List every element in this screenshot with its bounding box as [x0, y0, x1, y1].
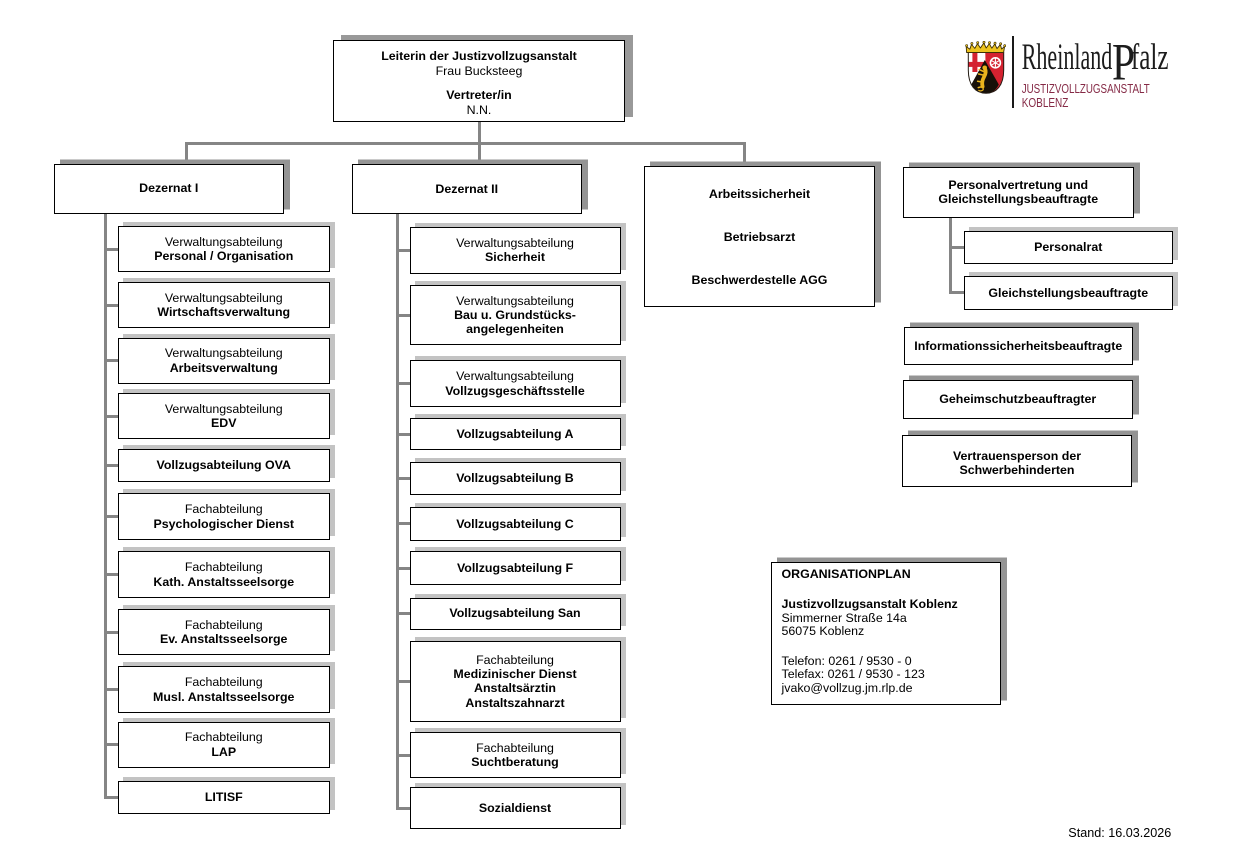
svg-text:JUSTIZVOLLZUGSANSTALT: JUSTIZVOLLZUGSANSTALT: [1022, 81, 1150, 96]
svg-text:falz: falz: [1131, 38, 1169, 78]
svg-text:KOBLENZ: KOBLENZ: [1022, 95, 1069, 110]
svg-text:P: P: [1112, 38, 1135, 92]
svg-text:Rheinland: Rheinland: [1022, 38, 1113, 78]
